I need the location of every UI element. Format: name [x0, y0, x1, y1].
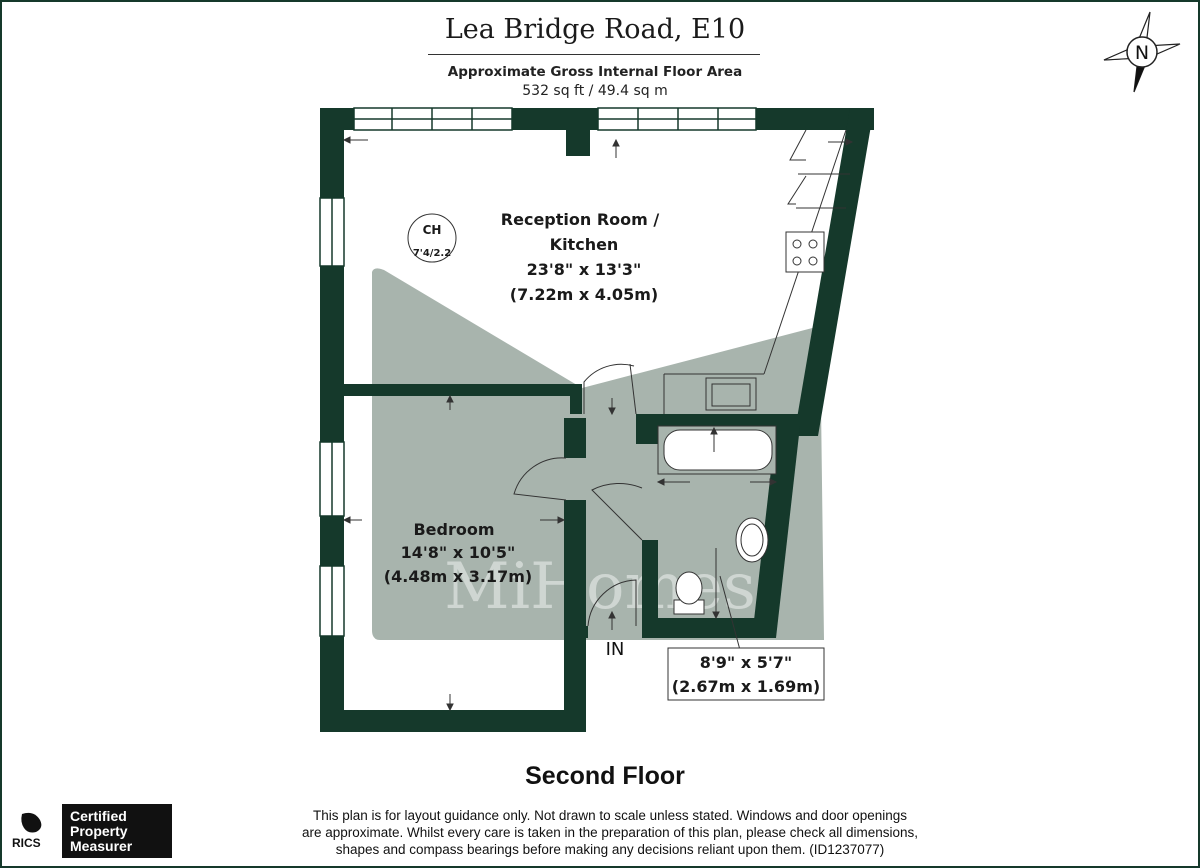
bathroom-label-box — [667, 647, 825, 701]
bathroom-fixtures — [657, 425, 777, 615]
floor-area-value: 532 sq ft / 49.4 sq m — [522, 83, 668, 99]
certified-property-measurer-badge: Certified Property Measurer — [62, 804, 172, 858]
reception-dimensions-imperial: 23'8" x 13'3" — [527, 260, 642, 279]
badge-line: Certified — [70, 808, 127, 824]
ceiling-height-marker — [407, 213, 457, 263]
rics-lion-logo — [21, 812, 42, 833]
floor-area-heading: Approximate Gross Internal Floor Area — [447, 64, 743, 80]
shaded-region — [372, 268, 824, 640]
compass-letter: N — [1135, 42, 1149, 64]
badge-line: Measurer — [70, 838, 133, 854]
bedroom-dimensions-imperial: 14'8" x 10'5" — [401, 543, 516, 562]
bathroom-dimensions-imperial: 8'9" x 5'7" — [700, 653, 792, 672]
title-divider — [428, 54, 760, 55]
north-compass-icon: N — [1103, 11, 1181, 93]
rics-text: RICS — [12, 836, 41, 850]
disclaimer-line: shapes and compass bearings before makin… — [335, 842, 885, 857]
reception-name-line2: Kitchen — [550, 235, 619, 254]
disclaimer: This plan is for layout guidance only. N… — [260, 807, 960, 858]
ceiling-height-label: CH — [423, 223, 442, 237]
bedroom-dimensions-metric: (4.48m x 3.17m) — [384, 567, 532, 586]
bedroom-name: Bedroom — [413, 520, 494, 539]
floor-name: Second Floor — [525, 762, 685, 790]
disclaimer-line: are approximate. Whilst every care is ta… — [301, 825, 919, 840]
bathroom-dimensions-metric: (2.67m x 1.69m) — [672, 677, 820, 696]
ceiling-height-value: 7'4/2.2 — [413, 248, 451, 259]
dimension-arrows — [342, 136, 854, 712]
kitchen-units — [663, 129, 850, 414]
top-windows — [353, 107, 757, 131]
entrance-label: IN — [606, 639, 625, 660]
property-title: Lea Bridge Road, E10 — [444, 14, 746, 45]
reception-dimensions-metric: (7.22m x 4.05m) — [510, 285, 658, 304]
left-windows — [319, 197, 345, 637]
doors — [513, 363, 643, 627]
disclaimer-line: This plan is for layout guidance only. N… — [312, 808, 908, 823]
badge-line: Property — [70, 823, 128, 839]
reception-name-line1: Reception Room / — [501, 210, 660, 229]
